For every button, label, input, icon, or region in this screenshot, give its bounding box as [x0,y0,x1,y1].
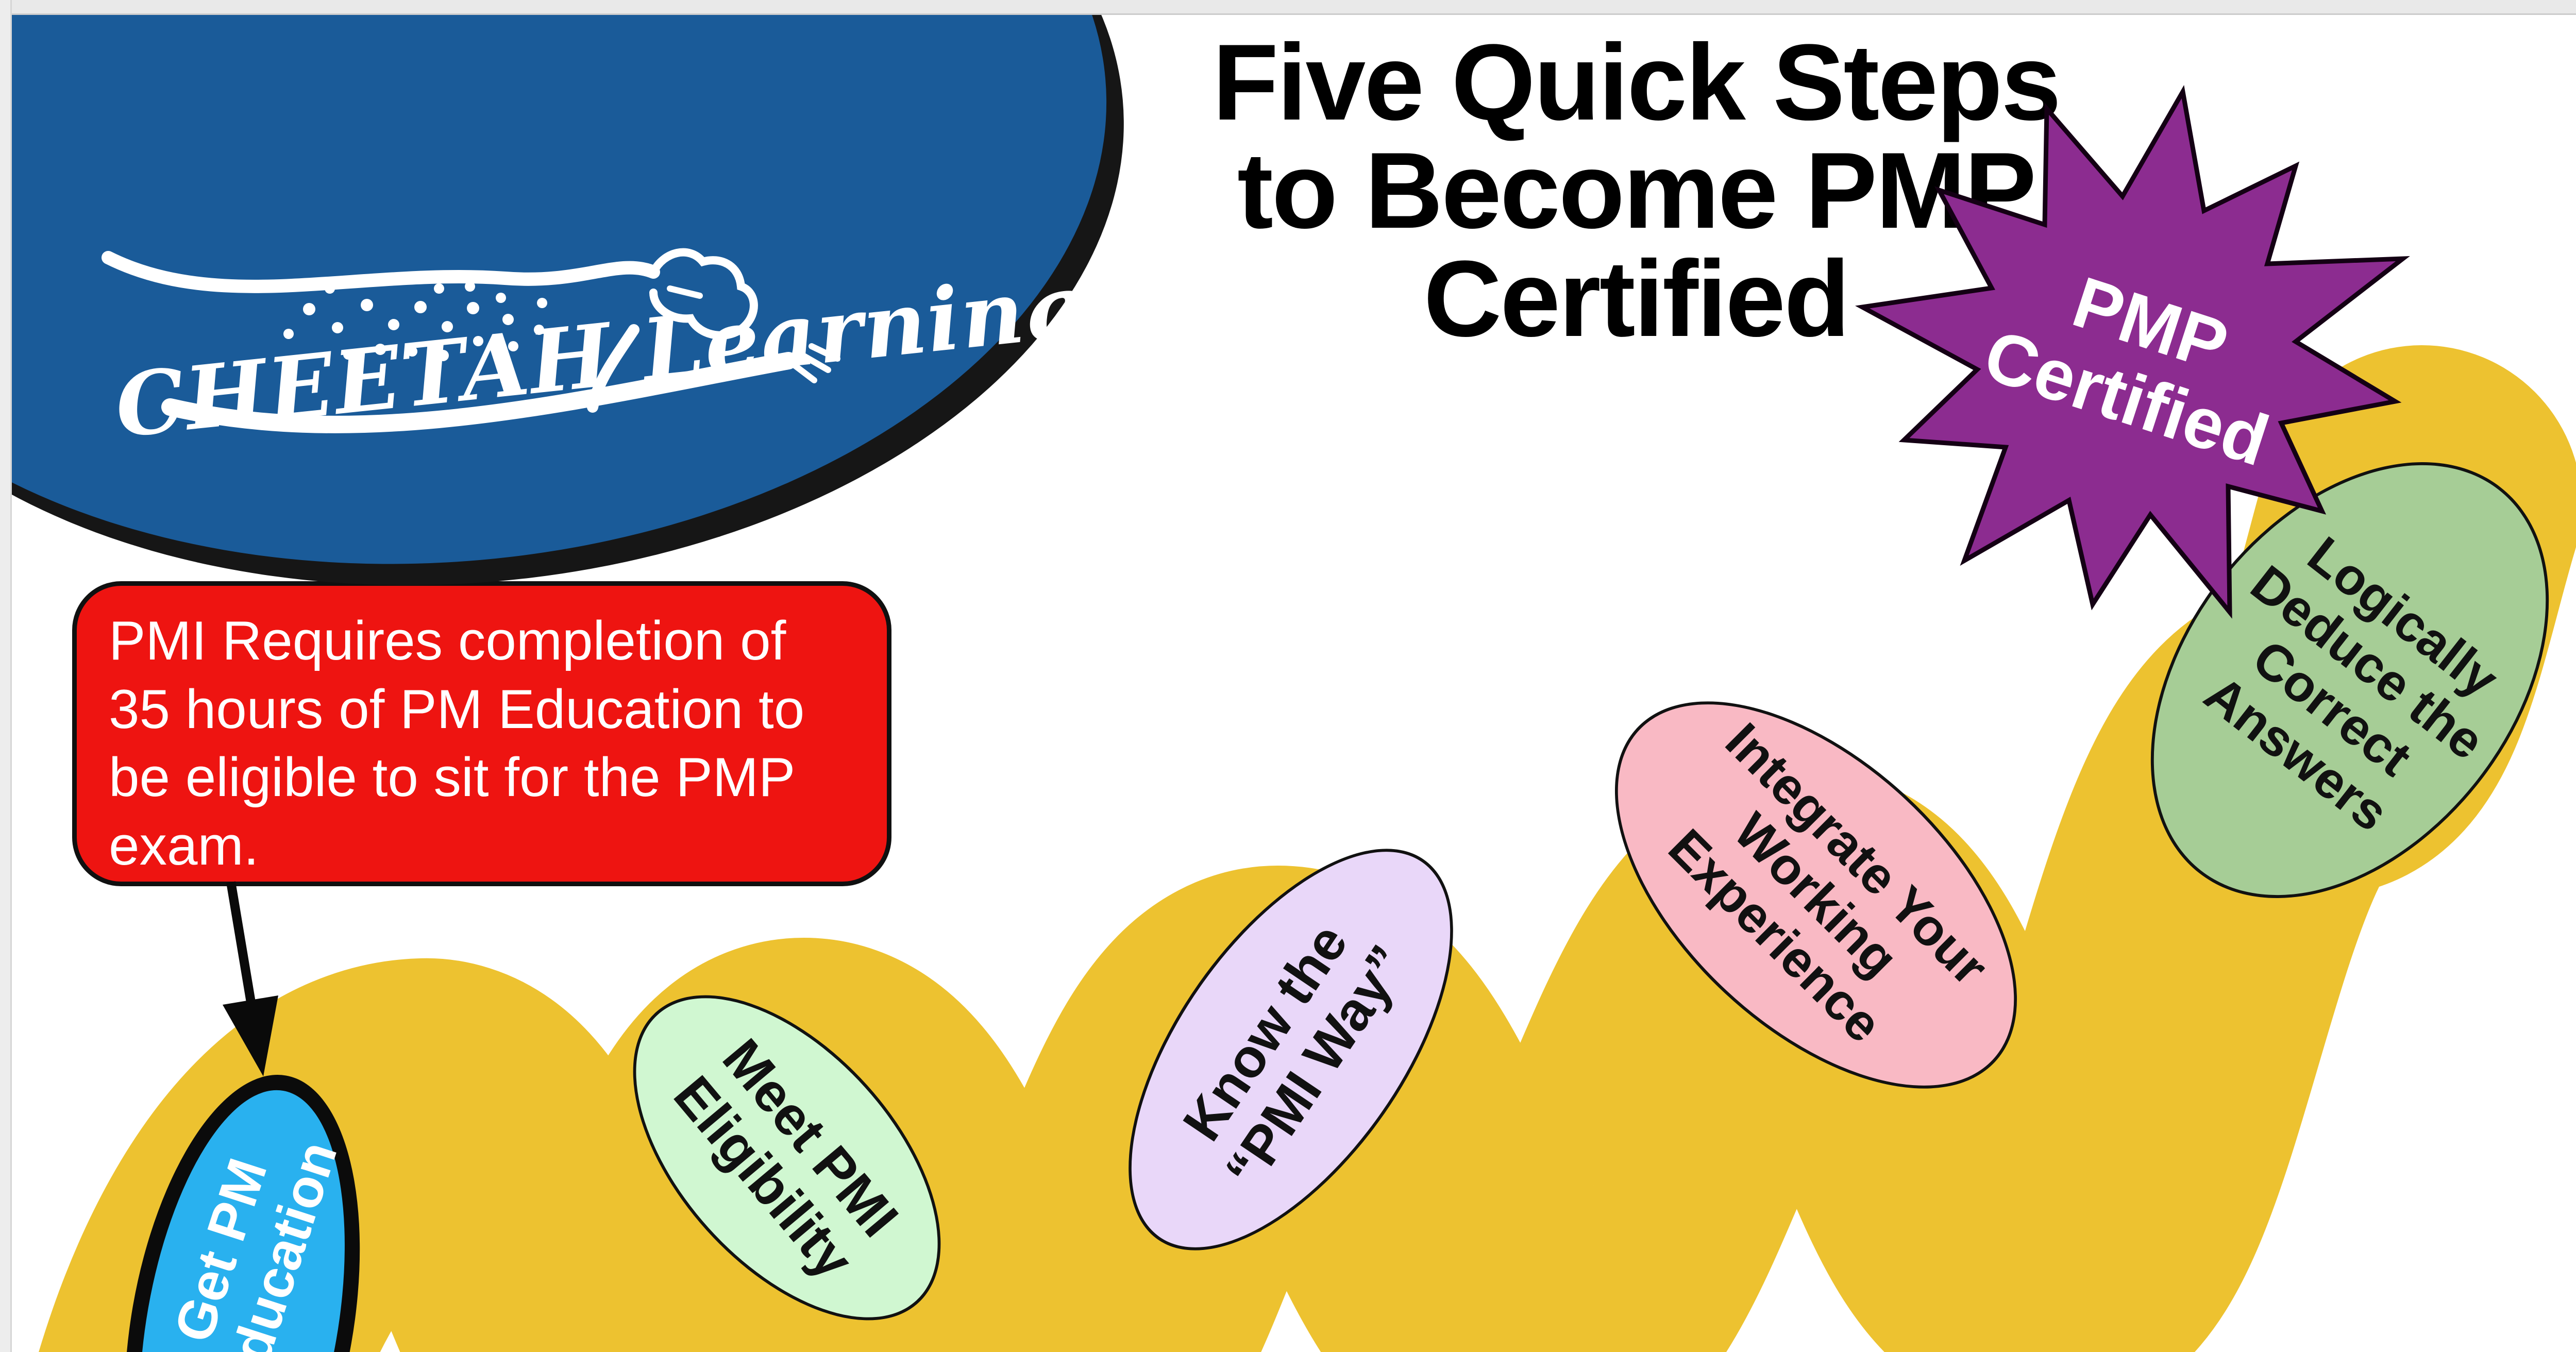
title-line-3: Certified [1423,238,1850,359]
callout-line: PMI Requires completion of [109,610,786,671]
callout-box: PMI Requires completion of 35 hours of P… [72,581,891,886]
page-title: Five Quick Steps to Become PMP Certified [1159,28,2113,353]
callout-line: 35 hours of PM Education to [109,678,805,740]
callout-line: be eligible to sit for the PMP [109,746,796,808]
window-left-bar [0,0,12,1352]
registered-trademark: ® [1089,274,1123,310]
title-line-1: Five Quick Steps [1212,22,2061,143]
cheetah-spots [283,281,547,361]
callout-arrow [223,881,278,1076]
title-line-2: to Become PMP [1237,130,2036,251]
window-top-bar [0,0,2576,15]
callout-line: exam. [109,815,259,877]
starburst-shape [1855,85,2410,619]
